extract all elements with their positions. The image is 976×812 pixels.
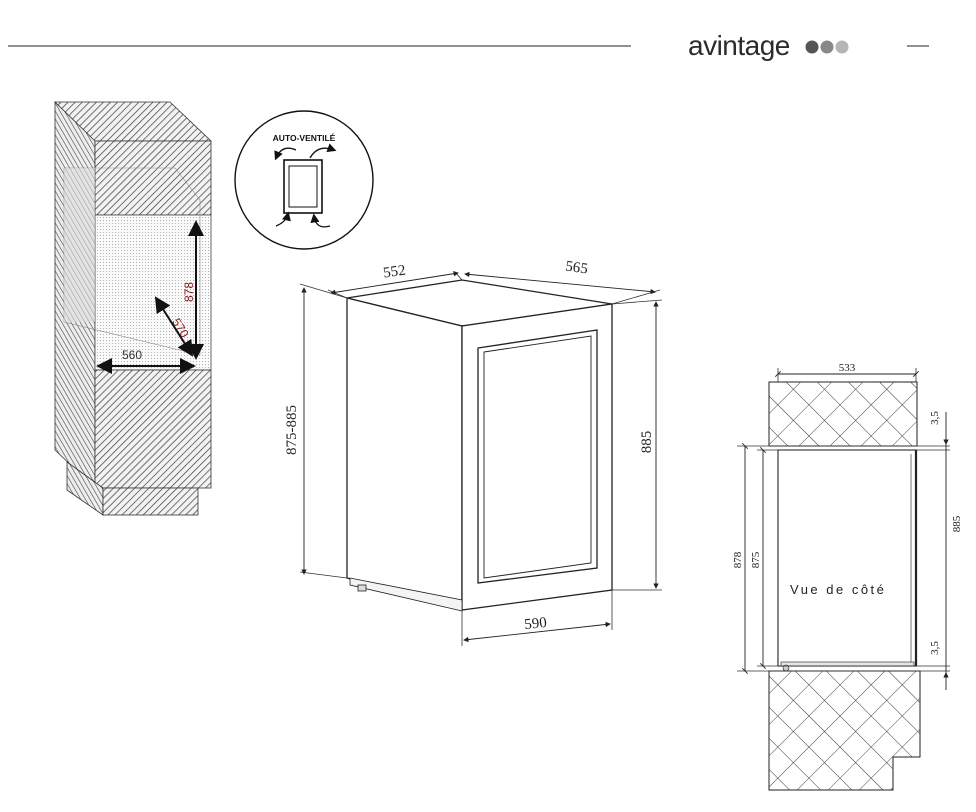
brand-dot-2 <box>820 40 834 54</box>
dim-side-bottom-gap-label: 3,5 <box>929 641 941 655</box>
dim-left-height-label: 875-885 <box>284 405 300 455</box>
cabinet-lower-block <box>94 369 212 489</box>
appliance-left-side <box>346 297 463 611</box>
dim-top-depth-line <box>464 271 656 295</box>
dim-right-height-ext-top <box>611 299 663 305</box>
dim-side-top-gap-label: 3,5 <box>929 411 941 425</box>
cabinet-upper-block <box>94 140 212 216</box>
appliance-door-window-inner <box>483 335 592 579</box>
dim-bottom-width-line <box>463 621 611 643</box>
badge-appliance-icon <box>283 159 323 214</box>
side-view-caption: Vue de côté <box>790 582 886 597</box>
dim-side-width-label: 533 <box>839 362 856 374</box>
airflow-bottom-left-icon <box>275 211 291 227</box>
cabinet-depth-arrow <box>154 296 194 357</box>
cabinet-height-label: 878 <box>182 282 196 302</box>
brand-logo-text: avintage <box>688 30 790 61</box>
side-view-drawing: Vue de côté 533 878 875 885 3,5 3,5 <box>732 362 963 791</box>
brand-dot-3 <box>835 40 849 54</box>
header: avintage <box>8 30 929 61</box>
appliance-door-window <box>477 329 598 584</box>
dim-bottom-width-label: 590 <box>524 615 548 633</box>
cabinet-plinth <box>102 487 199 516</box>
cabinet-width-label: 560 <box>122 348 142 362</box>
side-lower-block <box>768 670 921 791</box>
dim-right-height-label: 885 <box>639 431 655 454</box>
brand-dot-1 <box>805 40 819 54</box>
cabinet-niche-shade <box>64 168 95 322</box>
dim-side-885-label: 885 <box>951 515 963 532</box>
side-upper-block <box>768 381 918 447</box>
dim-side-875-label: 875 <box>750 551 762 568</box>
dim-top-width-label: 552 <box>382 263 407 282</box>
dim-side-878-label: 878 <box>732 551 744 568</box>
dim-top-depth-label: 565 <box>564 259 589 278</box>
badge-appliance-door-icon <box>288 165 318 208</box>
airflow-bottom-right-icon <box>310 213 331 228</box>
badge-label: AUTO-VENTILÉ <box>273 133 336 143</box>
dim-left-height-ext-bottom <box>299 571 348 579</box>
brand-logo: avintage <box>688 30 849 61</box>
front-view-drawing: 552 565 875-885 885 590 <box>284 259 663 646</box>
cabinet-illustration: 878 570 560 <box>54 101 213 516</box>
side-appliance-base <box>780 661 915 667</box>
dim-top-width-line <box>330 271 459 295</box>
airflow-top-right-icon <box>309 143 337 159</box>
dim-left-height-ext-top <box>299 283 348 299</box>
auto-ventile-badge: AUTO-VENTILÉ <box>234 110 374 250</box>
appliance-foot <box>357 584 367 592</box>
airflow-top-left-icon <box>274 147 297 161</box>
side-appliance-body <box>777 449 917 667</box>
